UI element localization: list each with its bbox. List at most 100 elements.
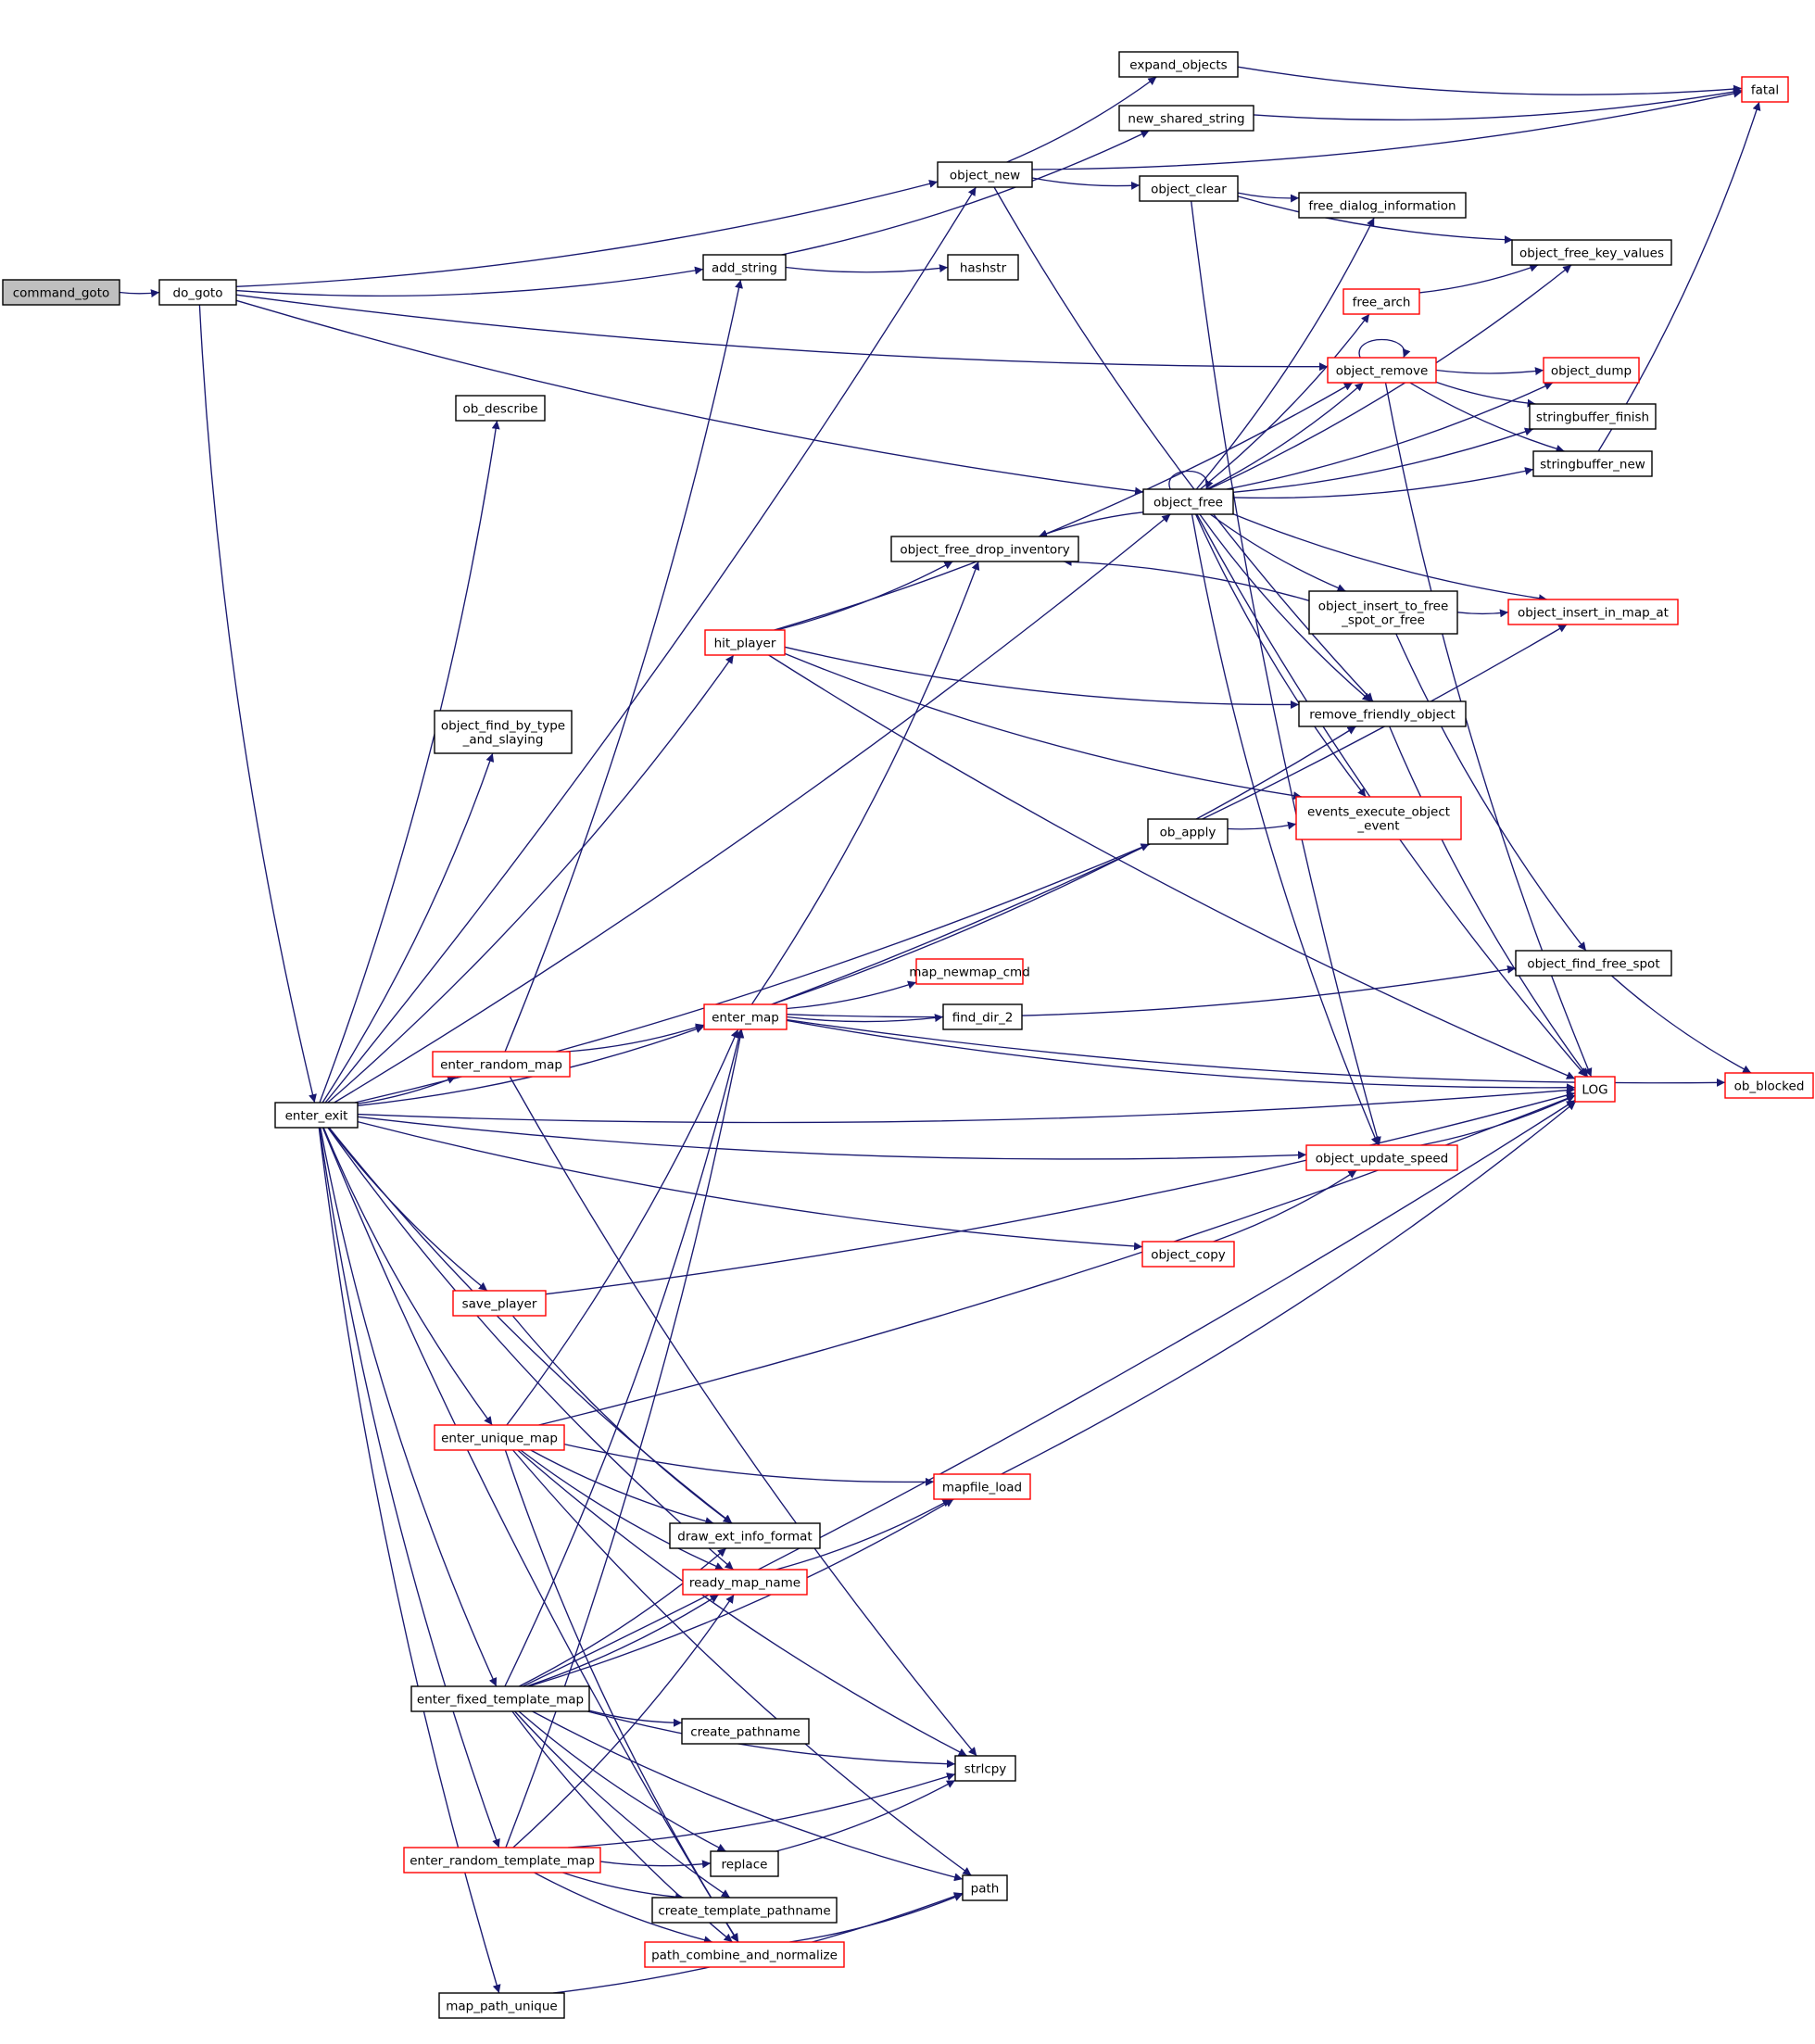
node-object_dump[interactable]: object_dump: [1543, 357, 1640, 384]
edge-object_free-to-object_insert_to_free_spot_or_free: [1209, 513, 1346, 592]
edge-new_shared_string-to-fatal: [1253, 87, 1743, 120]
node-expand_objects[interactable]: expand_objects: [1118, 51, 1239, 78]
node-label: object_insert_to_free: [1318, 599, 1449, 614]
edge-enter_exit-to-object_copy: [357, 1120, 1143, 1251]
node-object_update_speed[interactable]: object_update_speed: [1305, 1144, 1458, 1171]
node-object_insert_in_map_at[interactable]: object_insert_in_map_at: [1507, 599, 1679, 625]
node-box: [1511, 239, 1672, 266]
node-box: [1724, 1072, 1814, 1099]
node-label: draw_ext_info_format: [677, 1530, 812, 1545]
node-box: [1142, 488, 1234, 515]
node-enter_unique_map[interactable]: enter_unique_map: [434, 1424, 565, 1451]
edge-remove_friendly_object-to-LOG: [1389, 725, 1589, 1078]
node-object_find_by_type_and_slaying[interactable]: object_find_by_type_and_slaying: [434, 710, 573, 754]
edge-enter_unique_map-to-enter_map: [506, 1028, 739, 1426]
edge-enter_fixed_template_map-to-mapfile_load: [528, 1498, 954, 1687]
node-events_execute_object_event[interactable]: events_execute_object_event: [1295, 796, 1462, 840]
edge-hit_player-to-object_free_drop_inventory: [776, 561, 953, 631]
node-ob_apply[interactable]: ob_apply: [1147, 818, 1229, 845]
node-object_find_free_spot[interactable]: object_find_free_spot: [1515, 950, 1672, 977]
edge-object_clear-to-free_dialog_information: [1237, 192, 1300, 203]
node-fatal[interactable]: fatal: [1741, 76, 1789, 103]
node-stringbuffer_new[interactable]: stringbuffer_new: [1532, 450, 1653, 477]
node-object_remove[interactable]: object_remove: [1327, 357, 1437, 384]
node-enter_random_template_map[interactable]: enter_random_template_map: [403, 1847, 601, 1874]
node-label: object_update_speed: [1316, 1152, 1448, 1167]
node-map_newmap_cmd[interactable]: map_newmap_cmd: [909, 958, 1030, 985]
node-box: [2, 279, 120, 306]
node-object_free[interactable]: object_free: [1142, 488, 1234, 515]
node-box: [1574, 1076, 1616, 1103]
node-object_free_drop_inventory[interactable]: object_free_drop_inventory: [890, 536, 1079, 562]
node-draw_ext_info_format[interactable]: draw_ext_info_format: [669, 1522, 821, 1549]
edge-enter_unique_map-to-ready_map_name: [520, 1449, 725, 1571]
node-label: enter_fixed_template_map: [417, 1693, 584, 1708]
node-enter_map[interactable]: enter_map: [703, 1003, 788, 1030]
node-label: fatal: [1751, 83, 1779, 98]
node-label: object_free: [1153, 496, 1223, 511]
node-create_template_pathname[interactable]: create_template_pathname: [651, 1897, 838, 1924]
node-save_player[interactable]: save_player: [452, 1290, 547, 1317]
edge-object_find_free_spot-to-ob_blocked: [1610, 975, 1752, 1074]
node-box: [1305, 1144, 1458, 1171]
edge-object_free-to-stringbuffer_finish: [1232, 427, 1534, 493]
node-ready_map_name[interactable]: ready_map_name: [682, 1569, 808, 1596]
node-ob_blocked[interactable]: ob_blocked: [1724, 1072, 1814, 1099]
edge-object_insert_to_free_spot_or_free-to-object_find_free_spot: [1395, 633, 1587, 952]
edge-add_string-to-new_shared_string: [781, 130, 1150, 256]
edge-enter_exit-to-enter_random_template_map: [319, 1127, 500, 1848]
node-command_goto[interactable]: command_goto: [2, 279, 120, 306]
node-free_arch[interactable]: free_arch: [1342, 288, 1420, 315]
node-enter_fixed_template_map[interactable]: enter_fixed_template_map: [410, 1685, 590, 1712]
node-object_insert_to_free_spot_or_free[interactable]: object_insert_to_free_spot_or_free: [1308, 590, 1458, 635]
node-label: hit_player: [714, 637, 776, 651]
node-stringbuffer_finish[interactable]: stringbuffer_finish: [1529, 403, 1657, 430]
edge-enter_fixed_template_map-to-create_template_pathname: [514, 1710, 731, 1899]
edge-object_remove-to-object_dump: [1435, 367, 1544, 376]
node-do_goto[interactable]: do_goto: [158, 279, 237, 306]
node-label: new_shared_string: [1128, 112, 1244, 127]
edge-object_free-to-events_execute_object_event: [1194, 513, 1367, 798]
node-new_shared_string[interactable]: new_shared_string: [1118, 105, 1254, 132]
node-box: [1308, 590, 1458, 635]
node-object_new[interactable]: object_new: [937, 161, 1033, 188]
edge-object_free-to-object_free: [1168, 470, 1214, 490]
edge-stringbuffer_new-to-fatal: [1597, 101, 1761, 452]
node-free_dialog_information[interactable]: free_dialog_information: [1298, 192, 1467, 219]
node-label: enter_random_map: [440, 1058, 562, 1073]
node-find_dir_2[interactable]: find_dir_2: [942, 1003, 1023, 1030]
node-enter_random_map[interactable]: enter_random_map: [432, 1051, 571, 1078]
node-path[interactable]: path: [962, 1874, 1008, 1901]
node-ob_describe[interactable]: ob_describe: [455, 395, 546, 422]
edge-enter_random_map-to-strlcpy: [509, 1076, 977, 1757]
node-path_combine_and_normalize[interactable]: path_combine_and_normalize: [644, 1941, 845, 1968]
node-box: [1532, 450, 1653, 477]
node-hashstr[interactable]: hashstr: [947, 254, 1019, 281]
node-label: object_free_key_values: [1519, 246, 1664, 261]
node-LOG[interactable]: LOG: [1574, 1076, 1616, 1103]
node-object_copy[interactable]: object_copy: [1141, 1241, 1235, 1268]
node-enter_exit[interactable]: enter_exit: [274, 1102, 359, 1129]
edge-do_goto-to-enter_exit: [198, 304, 317, 1104]
node-mapfile_load[interactable]: mapfile_load: [933, 1473, 1031, 1500]
node-hit_player[interactable]: hit_player: [704, 629, 786, 656]
node-object_clear[interactable]: object_clear: [1139, 175, 1239, 202]
node-add_string[interactable]: add_string: [702, 254, 787, 281]
node-label: events_execute_object: [1307, 805, 1450, 820]
node-box: [1118, 51, 1239, 78]
node-create_pathname[interactable]: create_pathname: [681, 1718, 810, 1745]
edge-enter_exit-to-enter_fixed_template_map: [320, 1127, 498, 1687]
node-box: [1295, 796, 1462, 840]
edge-object_free-to-object_remove: [1206, 382, 1365, 490]
node-map_path_unique[interactable]: map_path_unique: [438, 1992, 565, 2019]
edge-object_insert_to_free_spot_or_free-to-object_free_drop_inventory: [1063, 557, 1310, 601]
node-replace[interactable]: replace: [710, 1850, 779, 1877]
edge-object_free-to-object_dump: [1226, 382, 1554, 490]
node-object_free_key_values[interactable]: object_free_key_values: [1511, 239, 1672, 266]
node-label: object_insert_in_map_at: [1518, 606, 1669, 621]
node-remove_friendly_object[interactable]: remove_friendly_object: [1298, 700, 1467, 727]
node-strlcpy[interactable]: strlcpy: [954, 1755, 1016, 1782]
edge-enter_map-to-map_newmap_cmd: [786, 980, 917, 1010]
node-box: [942, 1003, 1023, 1030]
